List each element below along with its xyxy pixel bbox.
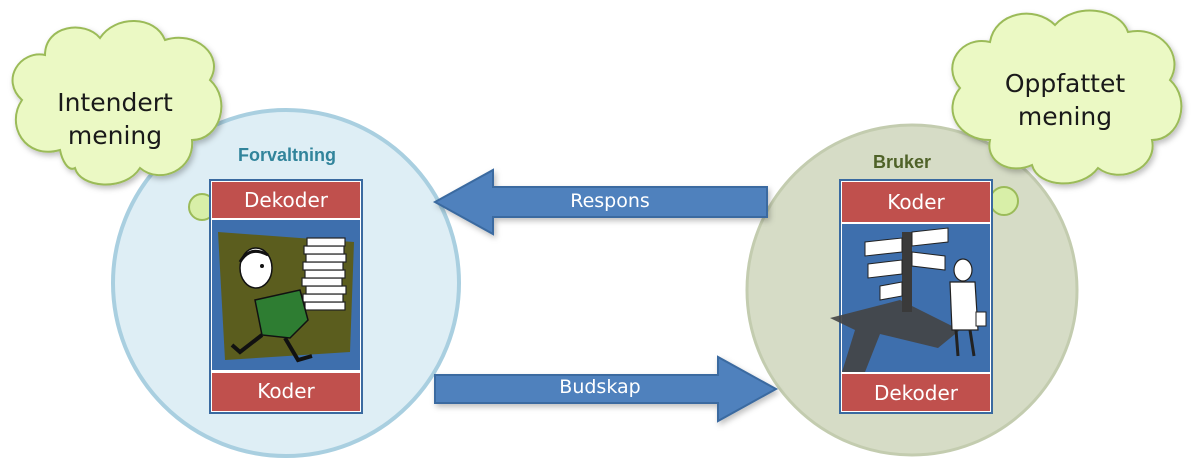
message-label: Budskap — [559, 376, 641, 398]
sender-encoder-box — [212, 373, 360, 411]
receiver-decoder-label: Dekoder — [873, 381, 959, 405]
receiver-card — [839, 179, 993, 414]
busy-worker-illustration — [218, 232, 354, 363]
response-arrow — [432, 168, 768, 236]
perceived-meaning-line-1: Oppfattet — [1004, 69, 1126, 98]
sender-decoder-box — [212, 182, 360, 218]
sender-encoder-label: Koder — [257, 379, 315, 403]
receiver-title: Bruker — [872, 152, 932, 172]
intended-meaning-line-2: mening — [67, 121, 163, 150]
perceived-meaning-cloud — [951, 9, 1183, 185]
receiver-encoder-box — [842, 182, 990, 222]
intended-meaning-line-1: Intendert — [57, 88, 173, 117]
sender-title: Forvaltning — [238, 145, 336, 165]
thought-bubble-right-large — [989, 186, 1019, 216]
message-arrow — [434, 355, 779, 423]
response-label: Respons — [570, 190, 650, 212]
perceived-meaning-line-2: mening — [1017, 102, 1113, 131]
intended-meaning-cloud — [11, 20, 223, 186]
intended-meaning-text: Intendert mening — [40, 86, 190, 152]
receiver-encoder-label: Koder — [887, 190, 945, 214]
perceived-meaning-text: Oppfattet mening — [990, 67, 1140, 133]
sender-decoder-label: Dekoder — [243, 188, 329, 212]
receiver-decoder-box — [842, 374, 990, 411]
signpost-man-illustration — [830, 227, 987, 372]
